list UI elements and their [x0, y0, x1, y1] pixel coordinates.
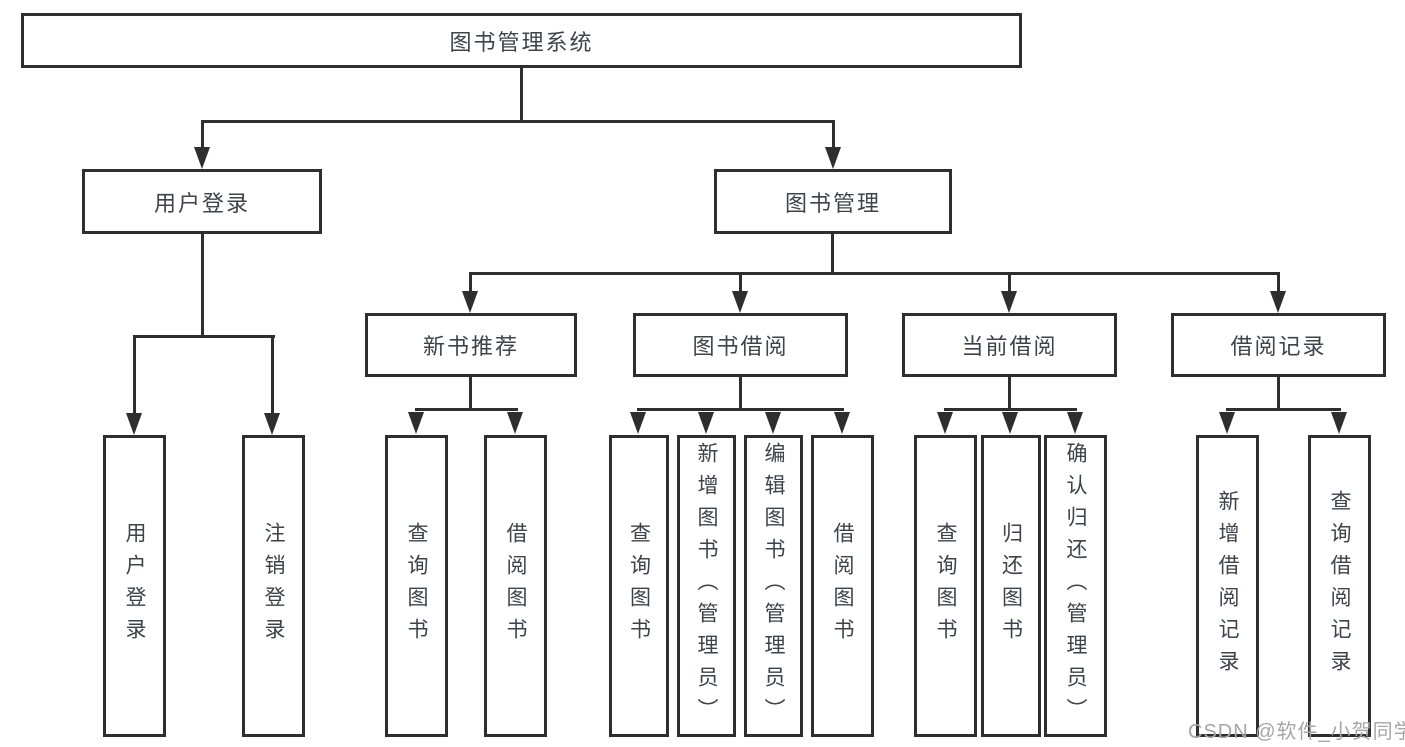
node-label: 新书推荐 [422, 334, 519, 359]
arrow-down-icon [264, 413, 280, 435]
leaf-add-borrow-record: 新增借阅记录 [1196, 435, 1259, 737]
leaf-return-book: 归还图书 [981, 435, 1041, 737]
connector-line [1277, 377, 1280, 411]
connector-line [133, 335, 275, 338]
leaf-query-book-recommend: 查询图书 [385, 435, 448, 737]
connector-line [469, 272, 472, 294]
arrow-down-icon [698, 412, 714, 434]
leaf-query-borrow-record: 查询借阅记录 [1308, 435, 1371, 737]
connector-line [201, 234, 204, 338]
arrow-down-icon [1002, 412, 1018, 434]
node-new-book-recommend: 新书推荐 [365, 313, 577, 377]
connector-line [739, 272, 742, 294]
connector-line [469, 377, 472, 411]
connector-line [944, 408, 1077, 411]
node-borrow-record: 借阅记录 [1171, 313, 1386, 377]
leaf-query-book-current: 查询图书 [914, 435, 977, 737]
node-book-borrow: 图书借阅 [633, 313, 848, 377]
arrow-down-icon [408, 412, 424, 434]
leaf-confirm-return-admin: 确认归还（管理员） [1044, 435, 1107, 737]
node-label: 用户登录 [153, 190, 250, 216]
connector-line [1008, 272, 1011, 294]
node-label: 图书管理系统 [449, 29, 594, 55]
connector-line [133, 335, 136, 415]
connector-line [1008, 377, 1011, 411]
arrow-down-icon [1219, 412, 1235, 434]
leaf-query-book-borrow: 查询图书 [609, 435, 669, 737]
node-book-management: 图书管理 [714, 169, 952, 234]
arrow-down-icon [834, 412, 850, 434]
arrow-down-icon [630, 412, 646, 434]
connector-line [1226, 408, 1341, 411]
node-label: 新增借阅记录 [1216, 490, 1239, 682]
connector-line [470, 272, 1280, 275]
node-label: 查询借阅记录 [1328, 490, 1351, 682]
connector-line [832, 120, 835, 150]
connector-line [1277, 272, 1280, 294]
arrow-down-icon [1270, 291, 1286, 313]
leaf-add-book-admin: 新增图书（管理员） [677, 435, 736, 737]
connector-line [271, 335, 274, 415]
arrow-down-icon [765, 412, 781, 434]
node-label: 当前借阅 [961, 334, 1058, 359]
node-label: 新增图书（管理员） [695, 442, 718, 730]
node-label: 确认归还（管理员） [1064, 442, 1087, 730]
arrow-down-icon [825, 147, 841, 169]
csdn-watermark: CSDN @软件_小贺同学 [1188, 721, 1405, 743]
node-label: 借阅图书 [831, 522, 854, 650]
node-label: 查询图书 [934, 522, 957, 650]
leaf-logout: 注销登录 [242, 435, 305, 737]
connector-line [637, 408, 844, 411]
connector-line [831, 234, 834, 275]
arrow-down-icon [1001, 291, 1017, 313]
node-label: 图书管理 [784, 190, 881, 216]
node-label: 图书借阅 [692, 334, 789, 359]
node-label: 注销登录 [262, 522, 285, 650]
leaf-borrow-book: 借阅图书 [811, 435, 874, 737]
leaf-borrow-book-recommend: 借阅图书 [484, 435, 547, 737]
node-label: 归还图书 [999, 522, 1023, 650]
node-user-login: 用户登录 [82, 169, 322, 234]
node-label: 编辑图书（管理员） [762, 442, 785, 730]
connector-line [201, 120, 204, 150]
node-label: 用户登录 [123, 522, 146, 650]
node-label: 借阅记录 [1230, 334, 1327, 359]
node-label: 查询图书 [405, 522, 428, 650]
arrow-down-icon [1331, 412, 1347, 434]
connector-line [520, 68, 523, 122]
node-current-borrow: 当前借阅 [902, 313, 1117, 377]
arrow-down-icon [507, 412, 523, 434]
arrow-down-icon [462, 291, 478, 313]
node-label: 查询图书 [627, 522, 651, 650]
node-label: 借阅图书 [504, 522, 527, 650]
arrow-down-icon [1067, 412, 1083, 434]
node-library-management-system: 图书管理系统 [21, 13, 1022, 68]
arrow-down-icon [194, 147, 210, 169]
leaf-user-login: 用户登录 [103, 435, 166, 737]
arrow-down-icon [937, 412, 953, 434]
leaf-edit-book-admin: 编辑图书（管理员） [744, 435, 803, 737]
arrow-down-icon [126, 413, 142, 435]
connector-line [415, 408, 518, 411]
arrow-down-icon [732, 291, 748, 313]
connector-line [739, 377, 742, 411]
connector-line [201, 120, 834, 123]
